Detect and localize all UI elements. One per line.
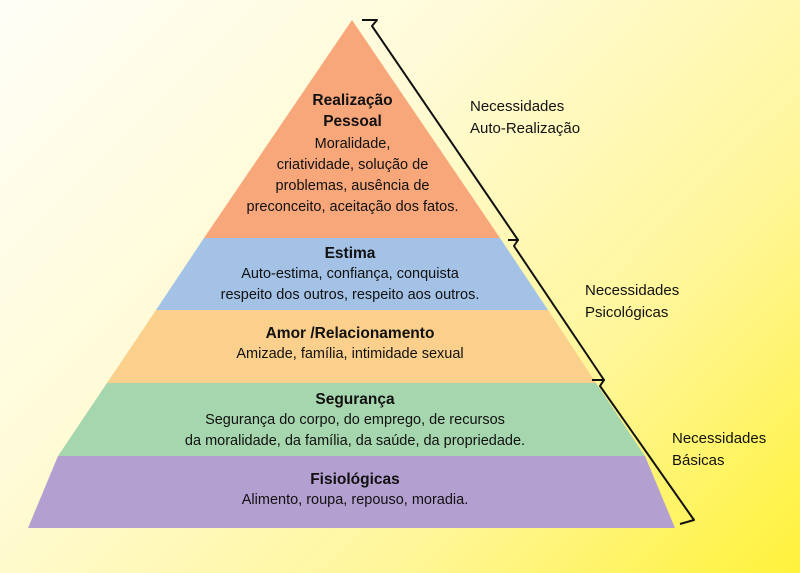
level-description: Segurança do corpo, do emprego, de recur… — [205, 412, 505, 428]
level-title: Segurança — [315, 391, 395, 408]
group-brackets — [362, 19, 695, 525]
group-label-line: Necessidades — [585, 282, 680, 299]
level-realizacao-pessoal: Realização Pessoal Moralidade, criativid… — [190, 90, 515, 218]
group-label-line: Necessidades — [470, 98, 565, 115]
level-description: Moralidade, — [314, 136, 391, 152]
group-label-basicas: Necessidades Básicas — [672, 428, 766, 472]
band-realizacao-pessoal — [204, 20, 500, 238]
level-title: Estima — [324, 245, 376, 262]
level-title: Fisiológicas — [310, 471, 400, 488]
level-description: Auto-estima, confiança, conquista — [241, 266, 459, 282]
group-label-psicologicas: Necessidades Psicológicas — [585, 280, 679, 324]
level-description: respeito dos outros, respeito aos outros… — [220, 287, 480, 303]
bracket-basicas — [592, 379, 695, 525]
band-seguranca — [58, 383, 645, 456]
band-amor-relacionamento — [107, 310, 596, 383]
group-label-line: Necessidades — [672, 430, 767, 447]
group-label-line: Psicológicas — [585, 304, 669, 321]
level-amor-relacionamento: Amor /Relacionamento Amizade, família, i… — [130, 323, 570, 365]
group-label-line: Auto-Realização — [470, 120, 581, 137]
band-estima — [156, 238, 548, 310]
group-label-autorealizacao: Necessidades Auto-Realização — [470, 96, 580, 140]
level-title: Pessoal — [323, 113, 382, 130]
group-label-line: Básicas — [672, 452, 725, 469]
level-description: da moralidade, da família, da saúde, da … — [184, 433, 526, 449]
level-title: Realização — [312, 92, 393, 109]
level-title: Amor /Relacionamento — [265, 325, 435, 342]
level-seguranca: Segurança Segurança do corpo, do emprego… — [100, 389, 610, 452]
level-description: preconceito, aceitação dos fatos. — [246, 199, 459, 215]
level-description: criatividade, solução de — [276, 157, 429, 173]
band-fisiologicas — [28, 456, 675, 528]
level-description: problemas, ausência de — [275, 178, 430, 194]
level-fisiologicas: Fisiológicas Alimento, roupa, repouso, m… — [100, 469, 610, 511]
level-description: Amizade, família, intimidade sexual — [236, 346, 464, 362]
level-estima: Estima Auto-estima, confiança, conquista… — [150, 243, 550, 306]
level-description: Alimento, roupa, repouso, moradia. — [241, 492, 469, 508]
